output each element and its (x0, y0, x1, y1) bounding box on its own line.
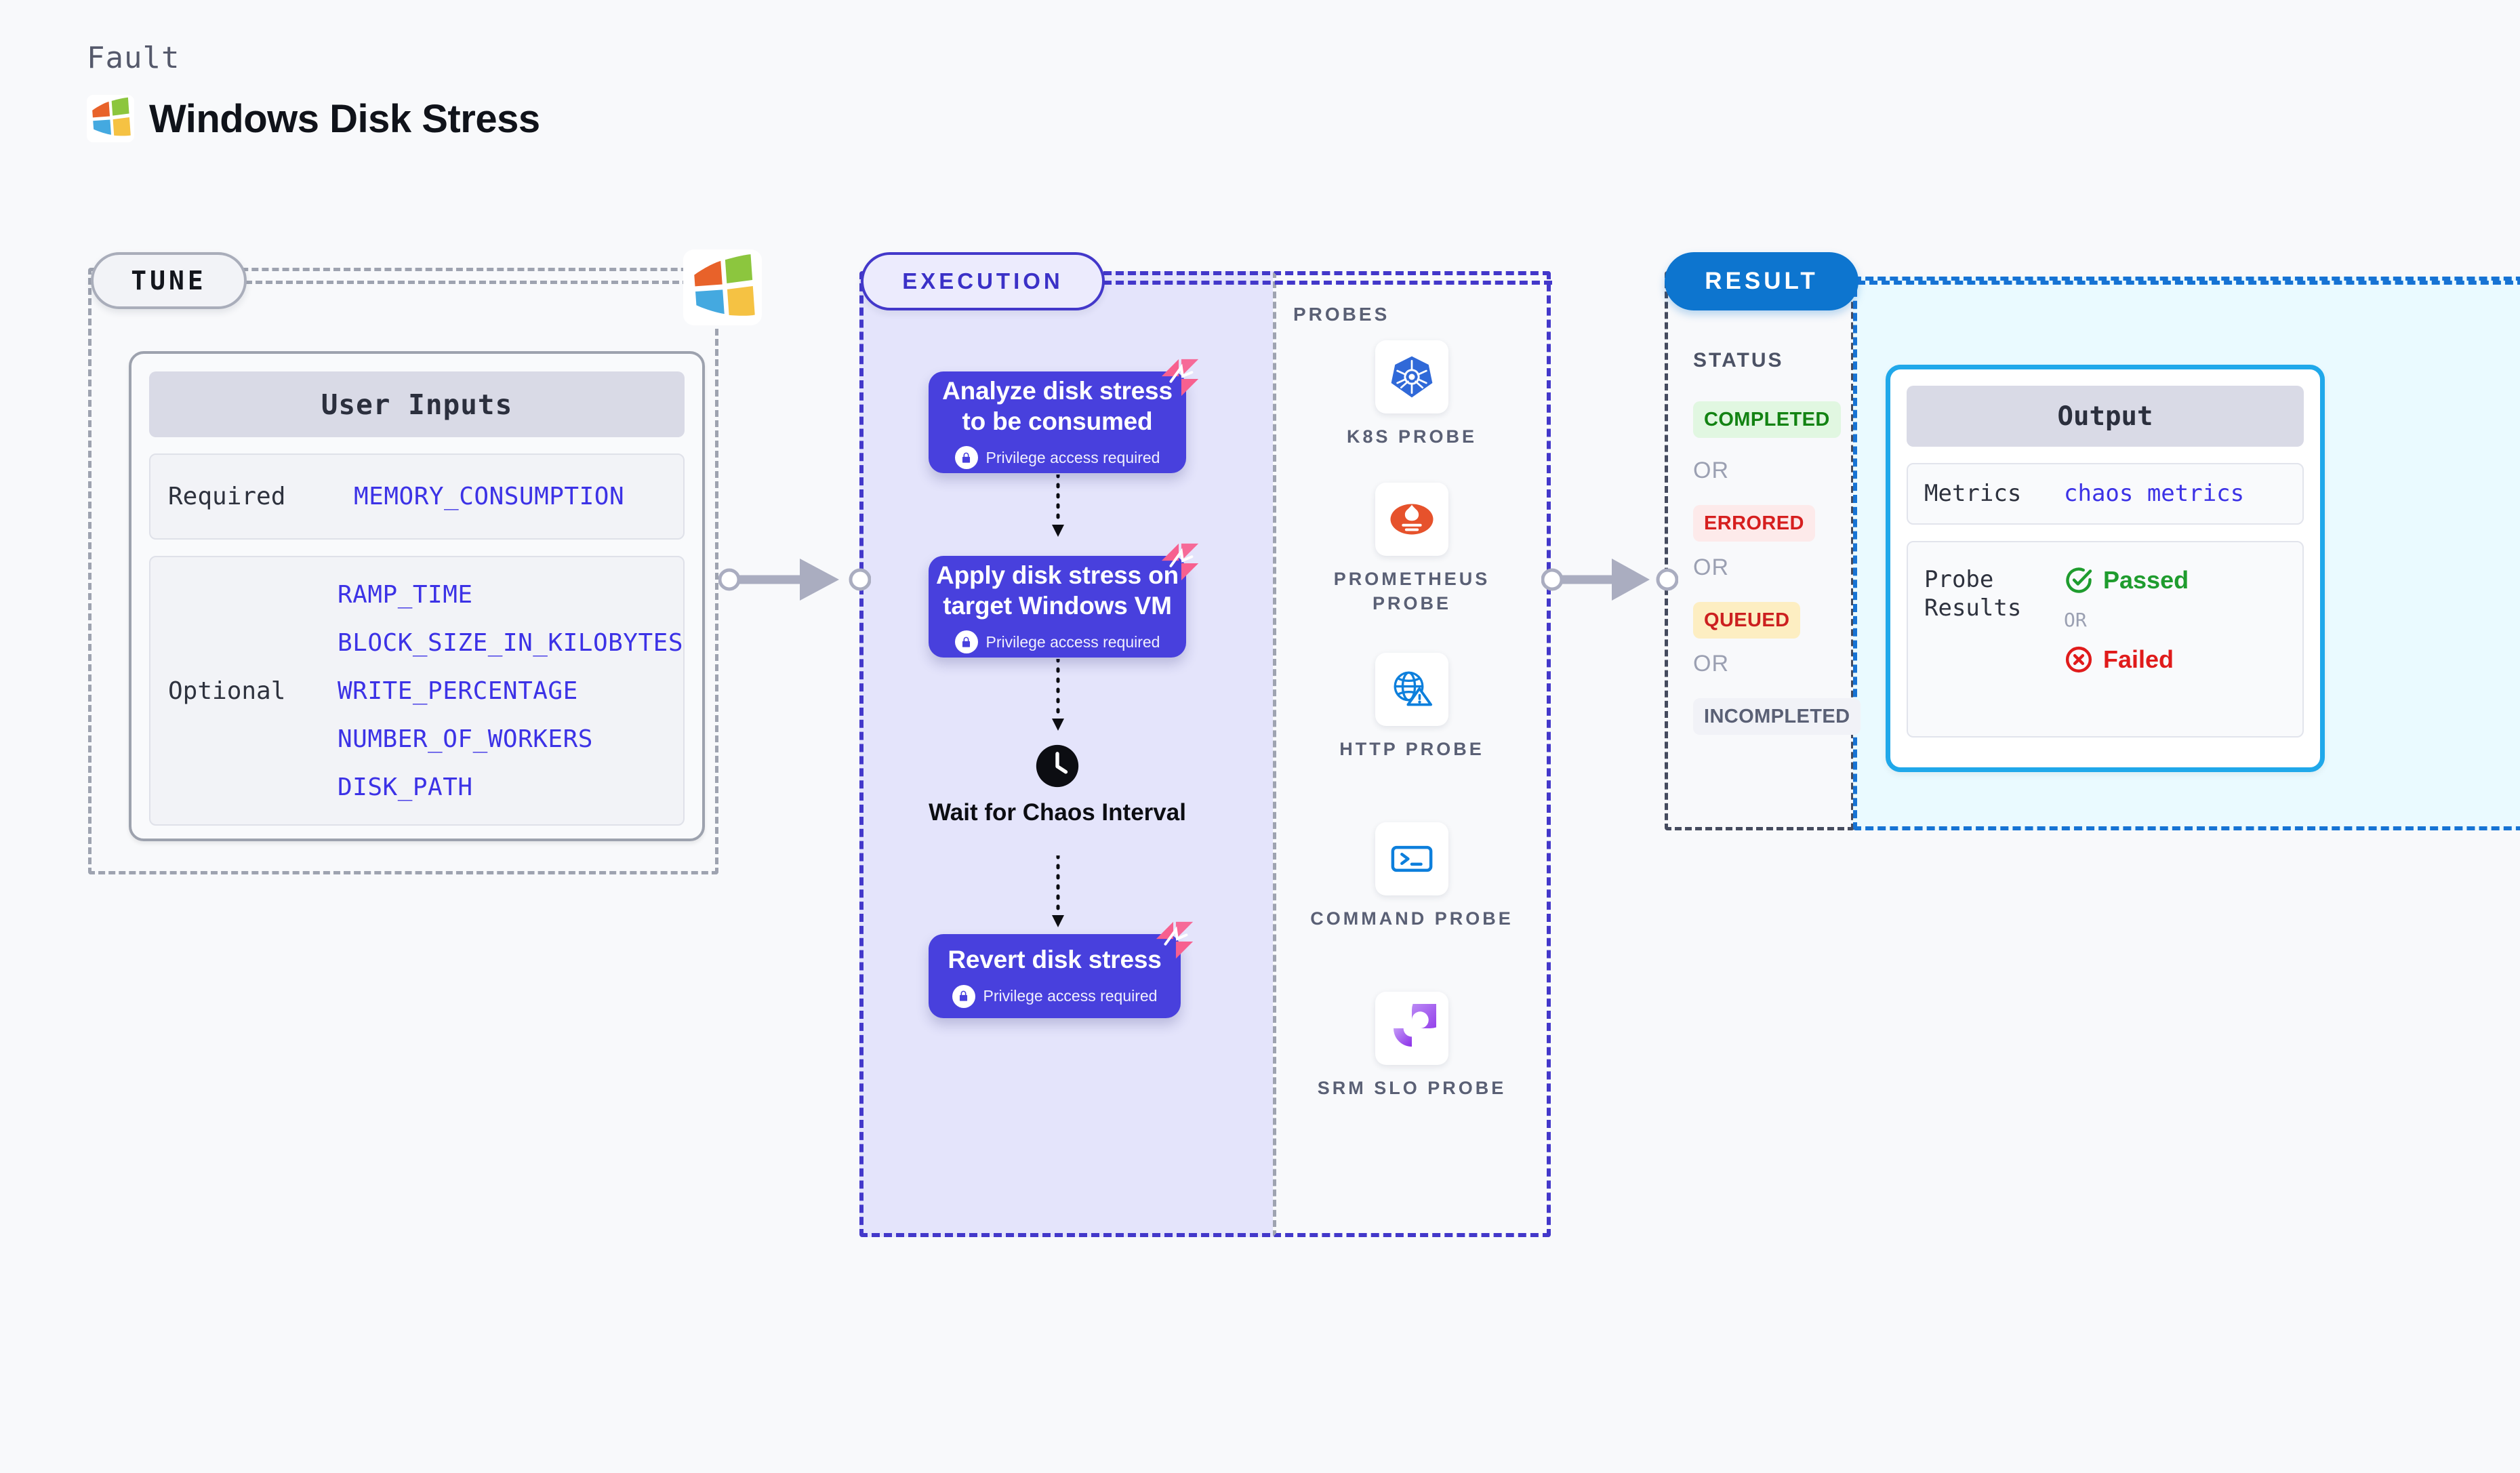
kubernetes-icon (1375, 340, 1448, 413)
param-write-percentage[interactable]: WRITE_PERCENTAGE (338, 677, 578, 705)
probe-result-passed: Passed (2064, 565, 2189, 595)
page-kicker: Fault (87, 41, 180, 75)
probe-results-label: Probe Results (1924, 565, 2022, 622)
probe-http[interactable]: HTTP PROBE (1310, 653, 1513, 761)
status-or-1: OR (1693, 458, 1729, 483)
param-ramp-time[interactable]: RAMP_TIME (338, 580, 473, 609)
privilege-note: Privilege access required (954, 630, 1160, 654)
privilege-note: Privilege access required (952, 984, 1158, 1008)
param-memory-consumption[interactable]: MEMORY_CONSUMPTION (354, 483, 625, 510)
status-badge-completed: COMPLETED (1693, 401, 1841, 438)
output-title: Output (1907, 386, 2304, 447)
step-title: Apply disk stress on target Windows VM (936, 561, 1179, 620)
param-number-of-workers[interactable]: NUMBER_OF_WORKERS (338, 725, 593, 753)
harness-chaos-icon (1154, 919, 1196, 961)
step-title: Revert disk stress (948, 946, 1162, 974)
prometheus-icon (1375, 483, 1448, 556)
connector-tune-to-execution (718, 542, 872, 617)
probe-command[interactable]: COMMAND PROBE (1310, 822, 1513, 931)
status-label: STATUS (1693, 349, 1784, 371)
status-badge-queued: QUEUED (1693, 602, 1801, 639)
page-header: Windows Disk Stress (87, 95, 540, 142)
execution-step-apply[interactable]: Apply disk stress on target Windows VM P… (929, 543, 1199, 658)
probes-section-label: PROBES (1293, 304, 1390, 325)
probe-k8s[interactable]: K8S PROBE (1310, 340, 1513, 449)
probe-label: SRM SLO PROBE (1317, 1078, 1507, 1098)
status-badge-errored: ERRORED (1693, 505, 1815, 542)
tune-pill[interactable]: TUNE (91, 252, 247, 309)
probe-label: PROMETHEUS PROBE (1333, 569, 1490, 614)
terminal-icon (1375, 822, 1448, 895)
metrics-label: Metrics (1924, 480, 2022, 507)
privilege-note-text: Privilege access required (983, 987, 1158, 1005)
probe-srm-slo[interactable]: SRM SLO PROBE (1310, 992, 1513, 1100)
privilege-note: Privilege access required (954, 446, 1160, 470)
srm-slo-icon (1375, 992, 1448, 1065)
privilege-note-text: Privilege access required (985, 448, 1160, 466)
flow-arrow-3 (1049, 853, 1067, 931)
flow-arrow-2 (1049, 657, 1067, 735)
wait-for-chaos-interval-node[interactable]: Wait for Chaos Interval (922, 743, 1193, 827)
harness-chaos-icon (1159, 357, 1201, 399)
optional-label: Optional (168, 677, 286, 705)
http-globe-warning-icon (1375, 653, 1448, 726)
windows-logo-icon (87, 95, 134, 142)
optional-params-row: Optional RAMP_TIME BLOCK_SIZE_IN_KILOBYT… (149, 556, 685, 826)
result-region (1665, 271, 1854, 830)
execution-step-revert[interactable]: Revert disk stress Privilege access requ… (929, 921, 1194, 1018)
step-title: Analyze disk stress to be consumed (942, 376, 1173, 435)
clock-icon (1034, 743, 1080, 789)
status-or-3: OR (1693, 651, 1729, 677)
flow-arrow-1 (1049, 472, 1067, 541)
lock-icon (954, 446, 978, 470)
tune-leader-line (245, 281, 720, 284)
page-title: Windows Disk Stress (149, 96, 540, 141)
probe-result-failed: Failed (2064, 645, 2189, 674)
lock-icon (954, 630, 978, 654)
probe-result-or: OR (2064, 608, 2087, 631)
lock-icon (952, 984, 975, 1008)
output-metrics-row: Metrics chaos metrics (1907, 463, 2304, 525)
probe-label: COMMAND PROBE (1310, 908, 1513, 929)
param-block-size[interactable]: BLOCK_SIZE_IN_KILOBYTES (338, 628, 683, 657)
result-leader-line (1857, 281, 2520, 285)
probe-prometheus[interactable]: PROMETHEUS PROBE (1310, 483, 1513, 616)
windows-logo-icon (683, 249, 762, 325)
output-card: Output Metrics chaos metrics Probe Resul… (1886, 365, 2325, 772)
user-inputs-card: User Inputs Required MEMORY_CONSUMPTION … (129, 351, 705, 841)
result-pill[interactable]: RESULT (1665, 252, 1858, 310)
status-or-2: OR (1693, 554, 1729, 580)
status-badge-incompleted: INCOMPLETED (1693, 698, 1861, 735)
privilege-note-text: Privilege access required (985, 632, 1160, 651)
probe-label: HTTP PROBE (1339, 739, 1484, 759)
execution-step-analyze[interactable]: Analyze disk stress to be consumed Privi… (929, 359, 1199, 473)
output-probe-results-row: Probe Results Passed OR (1907, 540, 2304, 738)
failed-label: Failed (2103, 645, 2174, 673)
execution-pill[interactable]: EXECUTION (861, 252, 1105, 310)
metrics-value[interactable]: chaos metrics (2064, 480, 2245, 508)
tune-region (88, 268, 718, 874)
check-circle-icon (2064, 565, 2094, 595)
required-label: Required (168, 483, 286, 510)
x-circle-icon (2064, 645, 2094, 674)
required-params-row: Required MEMORY_CONSUMPTION (149, 453, 685, 540)
wait-label: Wait for Chaos Interval (929, 799, 1186, 826)
probes-region (1273, 271, 1551, 1237)
harness-chaos-icon (1159, 541, 1201, 583)
passed-label: Passed (2103, 565, 2189, 594)
execution-leader-line (1103, 281, 1552, 285)
user-inputs-title: User Inputs (149, 371, 685, 437)
probe-label: K8S PROBE (1346, 426, 1478, 447)
connector-execution-to-result (1541, 542, 1679, 617)
param-disk-path[interactable]: DISK_PATH (338, 773, 473, 801)
